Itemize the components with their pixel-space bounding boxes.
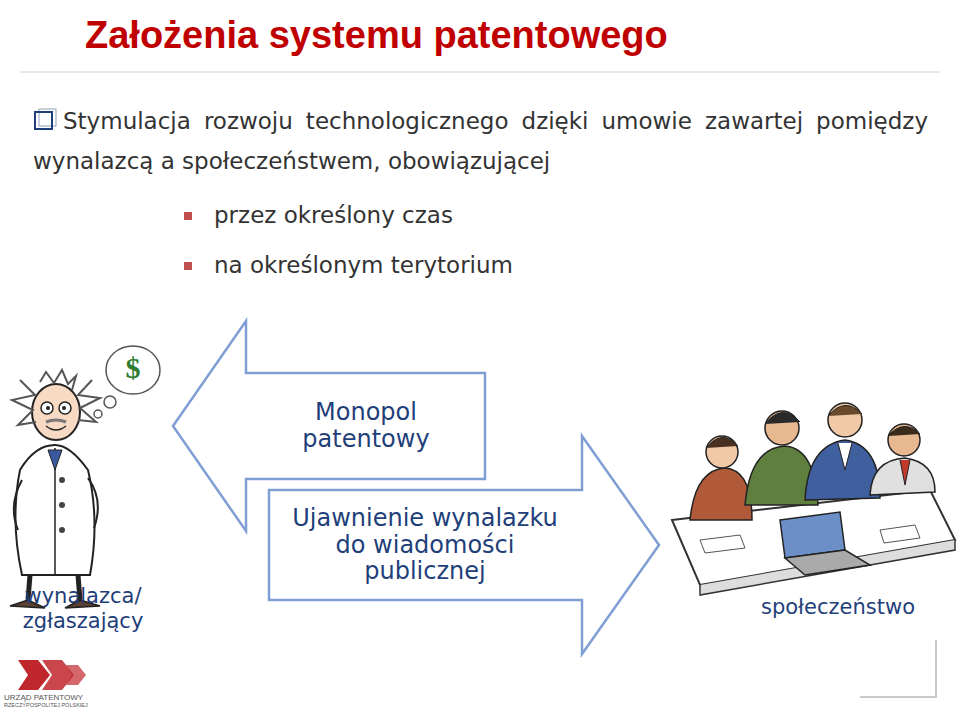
sub-bullet-text: przez określony czas — [214, 202, 714, 230]
dollar-sign: $ — [113, 350, 153, 386]
sub-bullet-text: na określonym terytorium — [214, 252, 714, 280]
role-label: społeczeństwo — [738, 595, 938, 620]
arrow-label: Ujawnienie wynalazku do wiadomości publi… — [276, 505, 574, 586]
office-logo — [18, 660, 86, 690]
arrow-shape — [269, 436, 659, 654]
thought-bubble — [94, 346, 160, 418]
checkbox-shadow — [39, 109, 56, 126]
square-bullet — [184, 262, 192, 270]
page-title: Założenia systemu patentowego — [85, 14, 668, 57]
header-rule — [20, 72, 940, 73]
arrow-box: Ujawnienie wynalazku do wiadomości publi… — [268, 435, 660, 655]
arrow-label: Monopol patentowy — [254, 399, 478, 453]
square-bullet — [184, 212, 192, 220]
inventor-figure — [10, 370, 100, 608]
logo-text: URZĄD PATENTOWY — [4, 693, 114, 703]
bullet-text: Stymulacja rozwoju technologicznego dzię… — [33, 101, 928, 182]
society-group — [672, 403, 955, 595]
frame-corner — [860, 640, 936, 697]
logo-text: RZECZYPOSPOLITEJ POLSKIEJ — [4, 702, 114, 709]
role-label: wynalazca/ zgłaszający — [4, 584, 162, 634]
